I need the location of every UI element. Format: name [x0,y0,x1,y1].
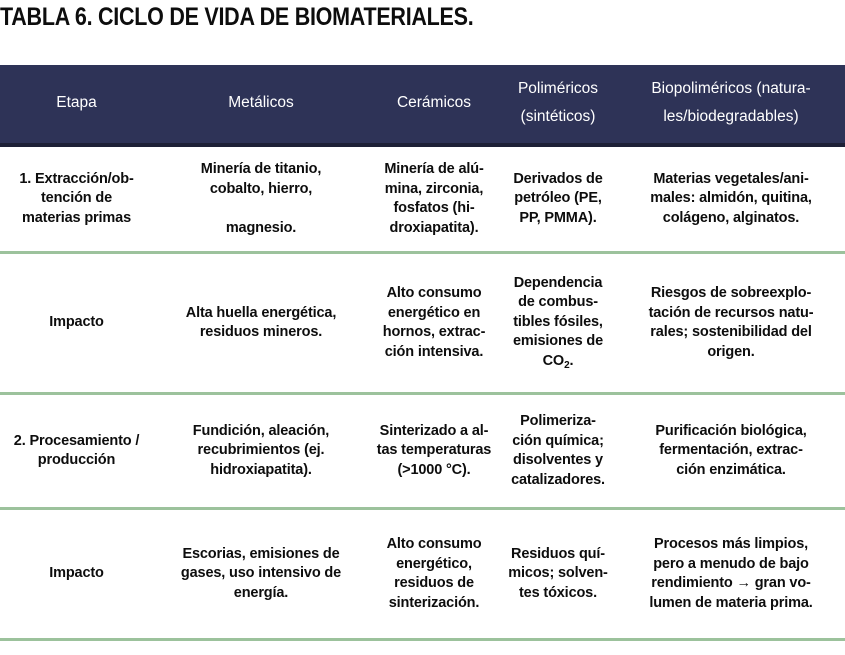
cell-biopolimericos: Purificación biológica, fermentación, ex… [617,393,845,510]
cell-metalicos: Alta huella energética, residuos mineros… [153,252,369,395]
table-row: 1. Extracción/ob- tención de materias pr… [0,145,845,254]
lifecycle-table-container: Etapa Metálicos Cerámicos Poliméricos (s… [0,65,845,641]
cell-stage: 2. Procesamiento / producción [0,393,153,510]
table-row: Impacto Escorias, emisiones de gases, us… [0,508,845,641]
cell-biopolimericos: Materias vegetales/ani- males: almidón, … [617,145,845,254]
cell-polimericos: Residuos quí- micos; solven- tes tóxicos… [499,508,617,641]
table-row: Impacto Alta huella energética, residuos… [0,252,845,395]
table-body: 1. Extracción/ob- tención de materias pr… [0,145,845,641]
cell-metalicos: Minería de titanio, cobalto, hierro, mag… [153,145,369,254]
header-row: Etapa Metálicos Cerámicos Poliméricos (s… [0,65,845,147]
cell-polimericos: Polimeriza- ción química; disolventes y … [499,393,617,510]
cell-text-post: . [569,352,574,369]
column-header-ceramicos: Cerámicos [369,65,499,147]
column-header-biopolimericos: Biopoliméricos (natura- les/biodegradabl… [617,65,845,147]
cell-polimericos: Derivados de petróleo (PE, PP, PMMA). [499,145,617,254]
cell-stage: Impacto [0,252,153,395]
cell-biopolimericos: Riesgos de sobreexplo- tación de recurso… [617,252,845,395]
subscript-two: 2 [564,359,570,371]
cell-ceramicos: Alto consumo energético en hornos, extra… [369,252,499,395]
cell-biopolimericos: Procesos más limpios, pero a menudo de b… [617,508,845,641]
cell-stage: 1. Extracción/ob- tención de materias pr… [0,145,153,254]
column-header-etapa: Etapa [0,65,153,147]
cell-text-pre: Dependencia de combus- tibles fósiles, e… [512,274,604,369]
cell-metalicos: Fundición, aleación, recubrimientos (ej.… [153,393,369,510]
page-title: TABLA 6. CICLO DE VIDA DE BIOMATERIALES. [0,3,474,31]
cell-metalicos: Escorias, emisiones de gases, uso intens… [153,508,369,641]
cell-ceramicos: Minería de alú- mina, zirconia, fosfatos… [369,145,499,254]
column-header-polimericos: Poliméricos (sintéticos) [499,65,617,147]
lifecycle-table: Etapa Metálicos Cerámicos Poliméricos (s… [0,65,845,641]
cell-ceramicos: Alto consumo energético, residuos de sin… [369,508,499,641]
table-header: Etapa Metálicos Cerámicos Poliméricos (s… [0,65,845,147]
cell-stage: Impacto [0,508,153,641]
cell-ceramicos: Sinterizado a al- tas temperaturas (>100… [369,393,499,510]
column-header-metalicos: Metálicos [153,65,369,147]
table-row: 2. Procesamiento / producción Fundición,… [0,393,845,510]
cell-polimericos: Dependencia de combus- tibles fósiles, e… [499,252,617,395]
